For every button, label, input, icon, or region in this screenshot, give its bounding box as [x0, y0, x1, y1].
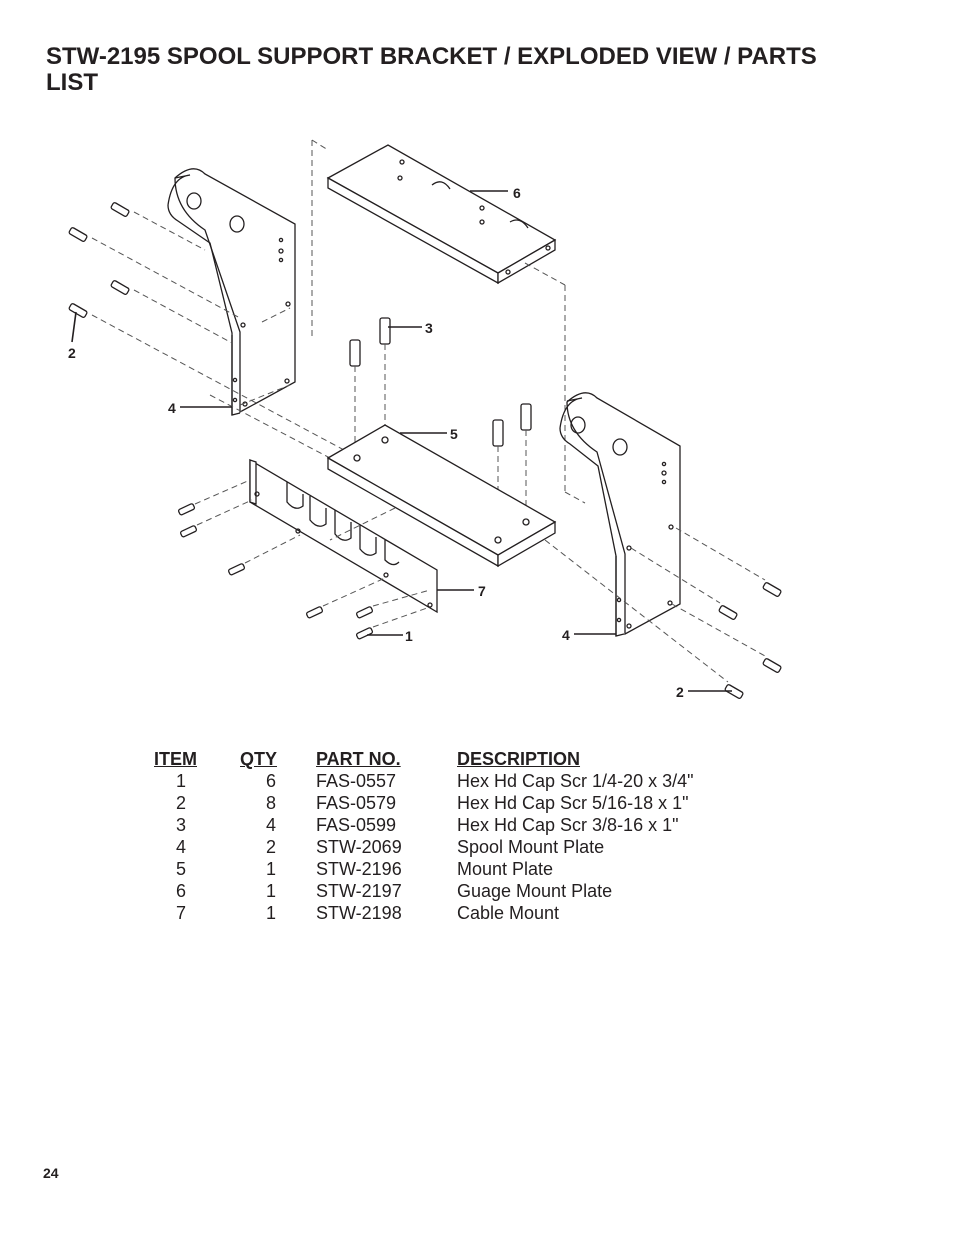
description-cell: Hex Hd Cap Scr 3/8-16 x 1": [457, 815, 679, 835]
part-no-cell: FAS-0579: [316, 793, 397, 813]
callout-5: 5: [450, 426, 458, 442]
table-row: 4 2 STW-2069 Spool Mount Plate: [150, 836, 694, 858]
item1-bolts: [178, 503, 374, 640]
table-row: 3 4 FAS-0599 Hex Hd Cap Scr 3/8-16 x 1": [150, 814, 694, 836]
description-cell: Guage Mount Plate: [457, 881, 613, 901]
part-no-cell: FAS-0557: [316, 771, 397, 791]
callout-1: 1: [405, 628, 413, 644]
table-row: 1 6 FAS-0557 Hex Hd Cap Scr 1/4-20 x 3/4…: [150, 770, 694, 792]
description-cell: Mount Plate: [457, 859, 554, 879]
table-row: 7 1 STW-2198 Cable Mount: [150, 902, 694, 924]
qty-cell: 1: [265, 881, 276, 901]
part-no-cell: STW-2197: [316, 881, 402, 901]
part-no-cell: STW-2196: [316, 859, 402, 879]
part-no-cell: STW-2069: [316, 837, 402, 857]
item-cell: 2: [175, 793, 186, 813]
guage-mount-plate: [326, 144, 557, 285]
qty-cell: 4: [265, 815, 276, 835]
exploded-view-diagram: 6 3 2 4 5 7 1 4 2: [68, 139, 782, 700]
callout-2-left: 2: [68, 345, 76, 361]
table-row: 6 1 STW-2197 Guage Mount Plate: [150, 880, 694, 902]
description-cell: Hex Hd Cap Scr 1/4-20 x 3/4": [457, 771, 694, 791]
header-description: DESCRIPTION: [457, 749, 581, 769]
callout-2-right: 2: [676, 684, 684, 700]
left-spool-mount-plate: [167, 168, 296, 416]
description-cell: Hex Hd Cap Scr 5/16-18 x 1": [457, 793, 689, 813]
description-cell: Spool Mount Plate: [457, 837, 605, 857]
item-cell: 1: [175, 771, 186, 791]
mount-plate: [326, 424, 557, 568]
parts-list-table: ITEM QTY PART NO. DESCRIPTION 1 6 FAS-05…: [150, 748, 694, 924]
header-qty: QTY: [240, 749, 278, 769]
callout-4-right: 4: [562, 627, 570, 643]
item-cell: 5: [175, 859, 186, 879]
part-no-cell: STW-2198: [316, 903, 402, 923]
parts-table-header: ITEM QTY PART NO. DESCRIPTION: [150, 748, 694, 770]
right-bolts: [718, 582, 782, 699]
callout-6: 6: [513, 185, 521, 201]
item-cell: 3: [175, 815, 186, 835]
item-cell: 7: [175, 903, 186, 923]
table-row: 5 1 STW-2196 Mount Plate: [150, 858, 694, 880]
item3-screws: [349, 317, 532, 447]
callout-3: 3: [425, 320, 433, 336]
header-item: ITEM: [154, 749, 197, 769]
right-spool-mount-plate: [559, 392, 681, 637]
qty-cell: 2: [265, 837, 276, 857]
item-cell: 4: [175, 837, 186, 857]
item-cell: 6: [175, 881, 186, 901]
qty-cell: 6: [265, 771, 276, 791]
page-title: STW-2195 SPOOL SUPPORT BRACKET / EXPLODE…: [46, 43, 817, 96]
page-number: 24: [43, 1165, 59, 1181]
left-bolts: [68, 202, 130, 318]
header-part-no: PART NO.: [316, 749, 401, 769]
description-cell: Cable Mount: [457, 903, 560, 923]
qty-cell: 1: [265, 859, 276, 879]
callout-4-left: 4: [168, 400, 176, 416]
table-row: 2 8 FAS-0579 Hex Hd Cap Scr 5/16-18 x 1": [150, 792, 694, 814]
part-no-cell: FAS-0599: [316, 815, 397, 835]
cable-mount: [249, 458, 438, 614]
callout-7: 7: [478, 583, 486, 599]
qty-cell: 8: [265, 793, 276, 813]
qty-cell: 1: [265, 903, 276, 923]
